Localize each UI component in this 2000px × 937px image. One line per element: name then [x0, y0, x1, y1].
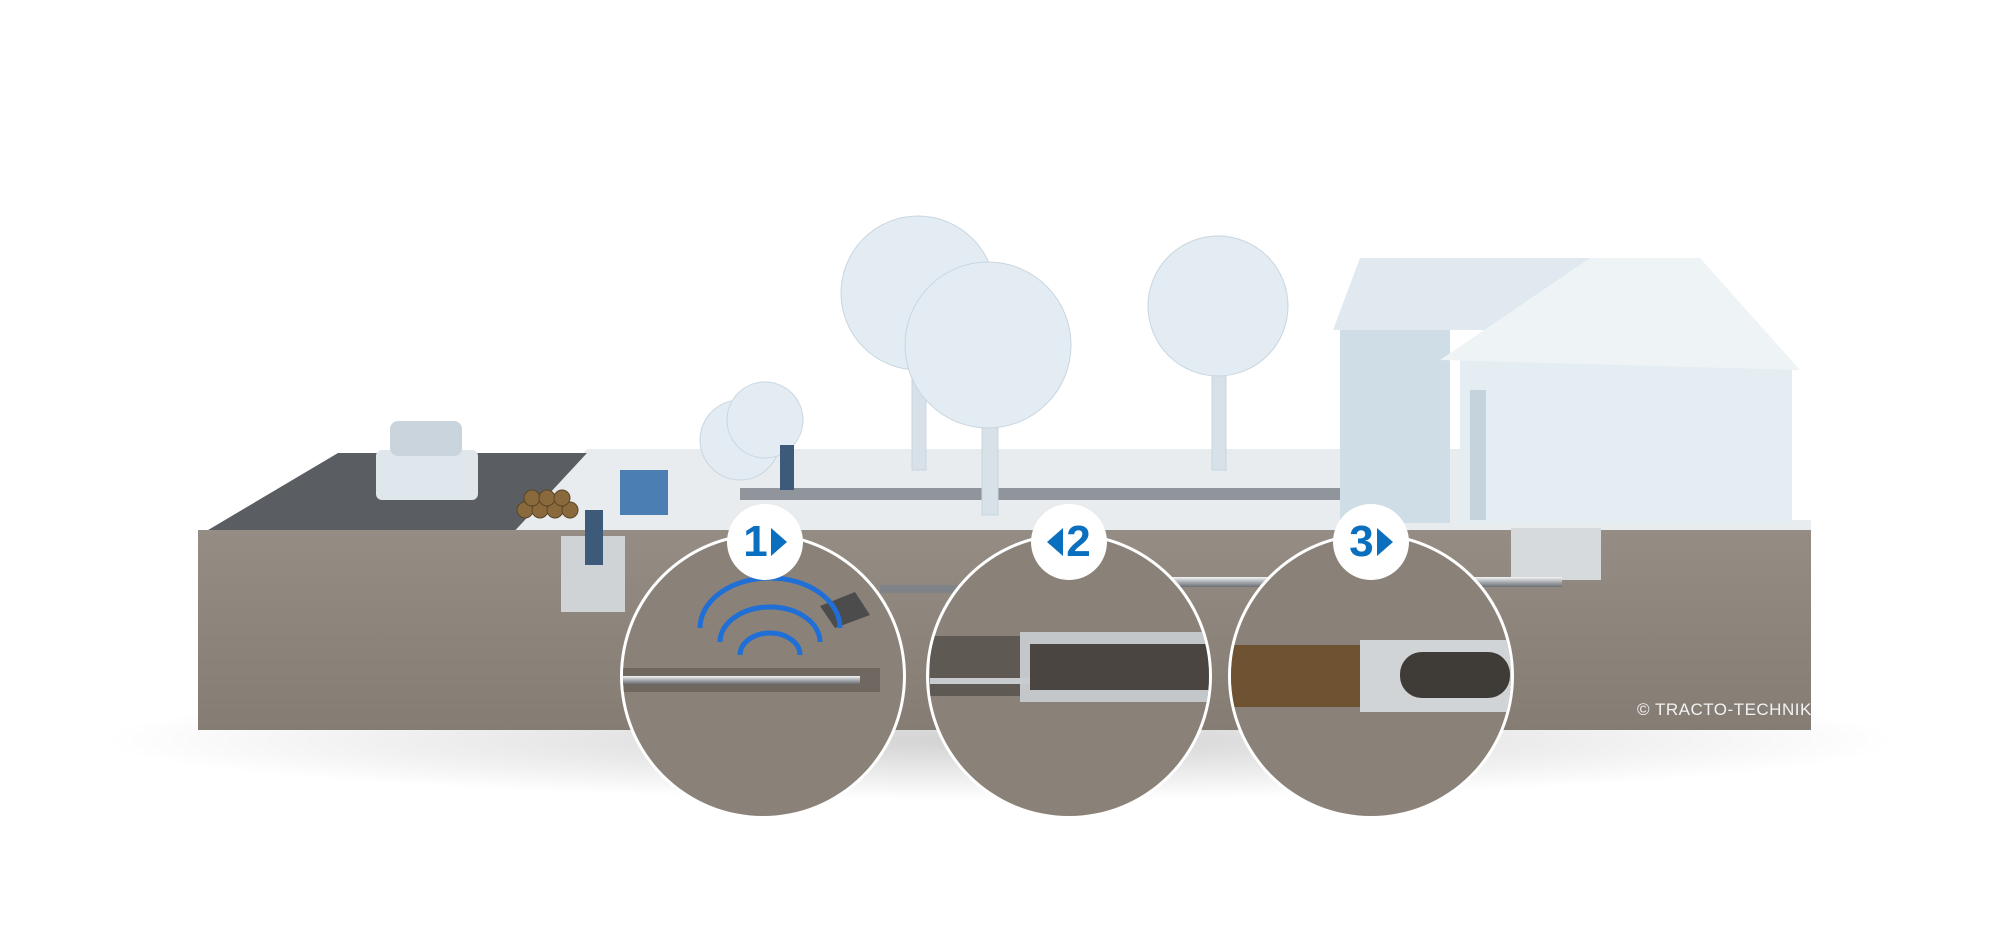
step-number: 3	[1349, 517, 1374, 566]
arrow-right-icon	[770, 528, 787, 556]
step-badge-3: 3	[1333, 504, 1409, 580]
trees	[699, 215, 1289, 516]
target-pit	[1511, 528, 1601, 580]
arrow-right-icon	[1376, 528, 1393, 556]
step-number: 2	[1066, 517, 1091, 566]
detail-circle-2	[926, 533, 1212, 819]
drill-string	[880, 585, 960, 593]
worker-in-pit	[585, 510, 603, 565]
step-number: 1	[743, 517, 768, 566]
pipe-stack	[516, 489, 579, 519]
path-strip	[740, 488, 1340, 500]
house	[1333, 258, 1800, 523]
detail-circle-3	[1228, 533, 1514, 819]
car	[376, 421, 478, 500]
copyright-notice: © TRACTO-TECHNIK	[1637, 700, 1812, 719]
workers	[780, 445, 794, 490]
step-badge-2: 2	[1031, 504, 1107, 580]
step-badge-1: 1	[727, 504, 803, 580]
drill-rig-unit	[620, 470, 668, 515]
detail-circle-1	[620, 533, 906, 819]
arrow-left-icon	[1047, 528, 1064, 556]
